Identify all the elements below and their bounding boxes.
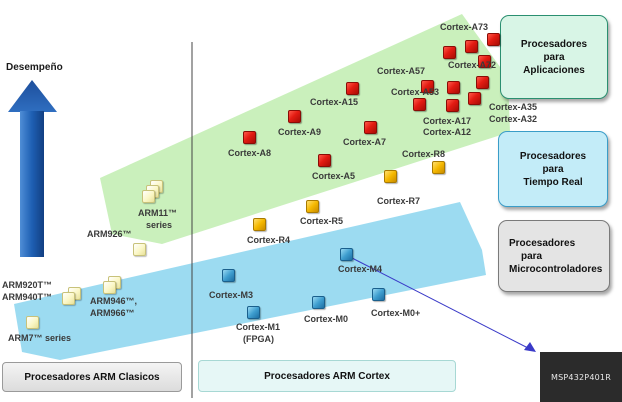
cortex-r7-label: Cortex-R7 bbox=[377, 196, 421, 206]
cortex-a7-label: Cortex-A7 bbox=[343, 137, 387, 147]
arm926-label: ARM926™ bbox=[87, 229, 132, 239]
cortex-m1-chip bbox=[247, 306, 260, 319]
cortex-m3-chip bbox=[222, 269, 235, 282]
arm11-chip-c bbox=[142, 190, 155, 203]
cortex-m4-label: Cortex-M4 bbox=[338, 264, 383, 274]
cortex-m0plus-label: Cortex-M0+ bbox=[371, 308, 421, 318]
cortex-m1-label: Cortex-M1 bbox=[236, 322, 281, 332]
classic-processors-bar: Procesadores ARM Clasicos bbox=[2, 362, 182, 392]
cortex-r5-label: Cortex-R5 bbox=[300, 216, 344, 226]
arm946-chip-b bbox=[103, 281, 116, 294]
arm920-label: ARM920T™ bbox=[2, 280, 53, 290]
arm946-label: ARM946™, bbox=[90, 296, 138, 306]
msp432-device-box: MSP432P401R bbox=[540, 352, 622, 402]
cortex-a9-chip bbox=[288, 110, 301, 123]
real-time-line-3: Tiempo Real bbox=[523, 176, 583, 188]
cortex-m0-chip bbox=[312, 296, 325, 309]
cortex-a12-chip bbox=[446, 99, 459, 112]
cortex-a73-chip bbox=[487, 33, 500, 46]
arm966-label: ARM966™ bbox=[90, 308, 135, 318]
cortex-a73-label: Cortex-A73 bbox=[440, 22, 489, 32]
cortex-a53-chip-b bbox=[447, 81, 460, 94]
cortex-a5-chip bbox=[318, 154, 331, 167]
cortex-a17-label: Cortex-A17 bbox=[423, 116, 472, 126]
cortex-a5-label: Cortex-A5 bbox=[312, 171, 356, 181]
microcontrollers-category-box: Procesadores para Microcontroladores bbox=[498, 220, 610, 292]
arm940-label: ARM940T™ bbox=[2, 292, 53, 302]
arm11-sublabel: series bbox=[146, 220, 173, 230]
applications-line-1: Procesadores bbox=[520, 38, 588, 50]
cortex-r8-chip bbox=[432, 161, 445, 174]
cortex-m1-sublabel: (FPGA) bbox=[243, 334, 274, 344]
cortex-m0plus-chip bbox=[372, 288, 385, 301]
real-time-line-1: Procesadores bbox=[519, 150, 587, 162]
cortex-a72-chip bbox=[478, 55, 491, 68]
cortex-a57-label: Cortex-A57 bbox=[377, 66, 426, 76]
arm926-chip bbox=[133, 243, 146, 256]
cortex-a7-chip bbox=[364, 121, 377, 134]
cortex-m0-label: Cortex-M0 bbox=[304, 314, 349, 324]
applications-line-2: para bbox=[543, 51, 565, 63]
arm11-label: ARM11™ bbox=[138, 208, 178, 218]
micro-line-3: Microcontroladores bbox=[509, 263, 603, 275]
real-time-line-2: para bbox=[542, 163, 564, 175]
cortex-a9-label: Cortex-A9 bbox=[278, 127, 322, 137]
arm920-chip-b bbox=[62, 292, 75, 305]
microcontroller-band bbox=[14, 202, 486, 360]
cortex-m4-chip bbox=[340, 248, 353, 261]
cortex-a15-label: Cortex-A15 bbox=[310, 97, 359, 107]
applications-line-3: Aplicaciones bbox=[523, 64, 585, 76]
applications-band bbox=[100, 14, 510, 244]
cortex-processors-bar: Procesadores ARM Cortex bbox=[198, 360, 456, 392]
cortex-a32-chip bbox=[468, 92, 481, 105]
performance-arrow bbox=[8, 80, 57, 257]
cortex-a53-label: Cortex-A53 bbox=[391, 87, 440, 97]
cortex-r8-label: Cortex-R8 bbox=[402, 149, 446, 159]
cortex-a8-chip bbox=[243, 131, 256, 144]
cortex-a8-label: Cortex-A8 bbox=[228, 148, 272, 158]
cortex-a72-label: Cortex-A72 bbox=[448, 60, 497, 70]
arm7-label: ARM7™ series bbox=[8, 333, 72, 343]
cortex-a53-chip-a bbox=[421, 80, 434, 93]
cortex-a32-label: Cortex-A32 bbox=[489, 114, 538, 124]
cortex-a57-chip-b bbox=[443, 46, 456, 59]
cortex-a12-label: Cortex-A12 bbox=[423, 127, 472, 137]
applications-category-box: Procesadores para Aplicaciones bbox=[500, 15, 608, 99]
cortex-a35-chip bbox=[476, 76, 489, 89]
micro-line-2: para bbox=[521, 250, 543, 262]
cortex-a15-chip bbox=[346, 82, 359, 95]
cortex-r4-label: Cortex-R4 bbox=[247, 235, 291, 245]
m4-device-connector bbox=[351, 257, 536, 352]
real-time-category-box: Procesadores para Tiempo Real bbox=[498, 131, 608, 207]
cortex-a35-label: Cortex-A35 bbox=[489, 102, 538, 112]
micro-line-1: Procesadores bbox=[509, 237, 576, 249]
cortex-r5-chip bbox=[306, 200, 319, 213]
cortex-m3-label: Cortex-M3 bbox=[209, 290, 254, 300]
arm7-chip bbox=[26, 316, 39, 329]
cortex-a17-chip bbox=[413, 98, 426, 111]
cortex-r7-chip bbox=[384, 170, 397, 183]
cortex-a57-chip-a bbox=[465, 40, 478, 53]
cortex-r4-chip bbox=[253, 218, 266, 231]
performance-label: Desempeño bbox=[6, 62, 63, 73]
